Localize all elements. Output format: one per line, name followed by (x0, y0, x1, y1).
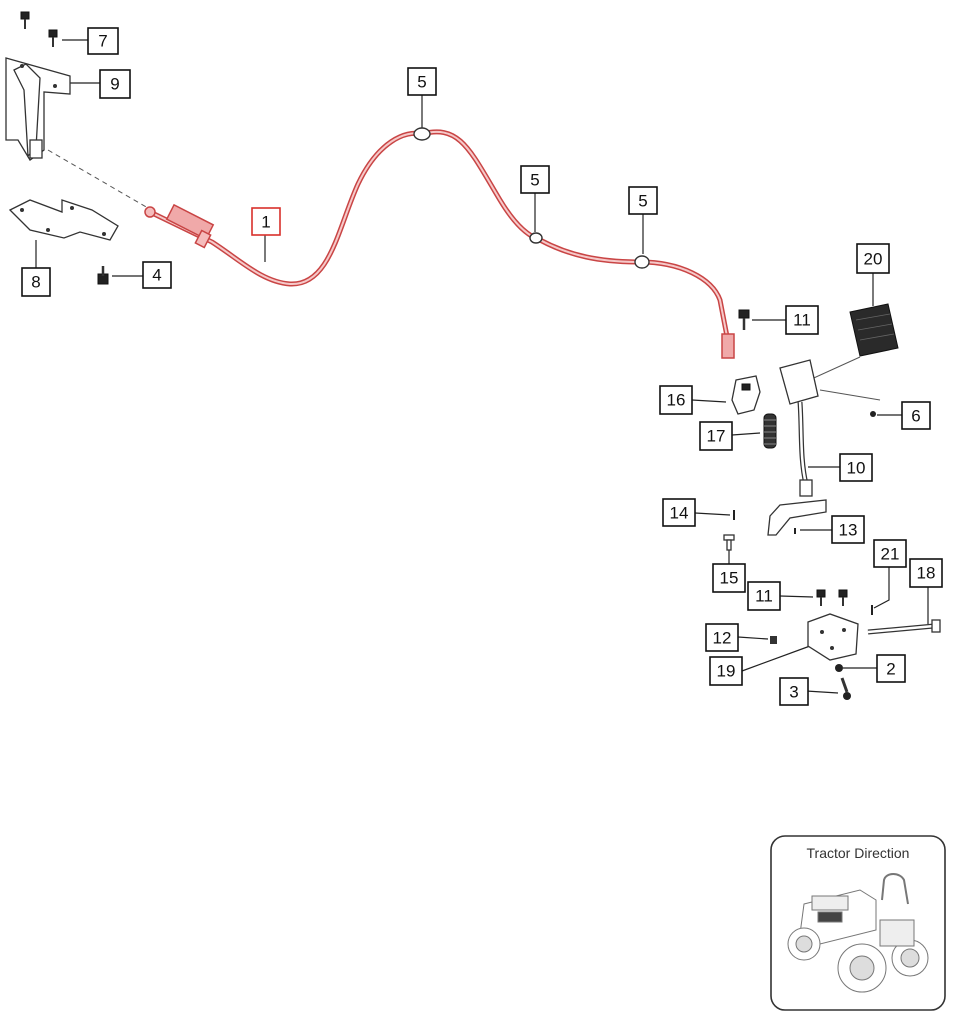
callout-16-label: 16 (667, 391, 686, 410)
cable-lower-thread (721, 333, 735, 359)
callout-5a-label: 5 (417, 73, 426, 92)
pedal-pad-20-icon (849, 303, 899, 357)
callout-5c-label: 5 (638, 192, 647, 211)
bracket-16-icon (731, 375, 761, 415)
callout-4[interactable]: 4 (142, 261, 172, 289)
tractor-direction-inset: Tractor Direction (770, 835, 946, 1011)
pedal-10-icon (767, 359, 827, 536)
cable-clip-5a (413, 127, 431, 141)
bracket-19-icon (807, 613, 859, 661)
bolt-4-icon (97, 266, 109, 285)
callout-11b-label: 11 (755, 587, 773, 606)
callout-19[interactable]: 19 (709, 656, 743, 686)
parts (5, 11, 941, 700)
callout-18-label: 18 (917, 564, 936, 583)
leader-lines (35, 39, 929, 694)
spring-17-icon (763, 413, 777, 449)
pin-12-icon (770, 636, 777, 644)
callout-11b[interactable]: 11 (747, 581, 781, 611)
leader-21 (873, 567, 890, 609)
bolt-3-icon (840, 677, 851, 700)
callout-12[interactable]: 12 (705, 623, 739, 652)
callout-10[interactable]: 10 (839, 453, 873, 482)
callout-18[interactable]: 18 (909, 558, 943, 588)
callout-11a-label: 11 (793, 311, 811, 330)
callout-12-label: 12 (713, 629, 732, 648)
callout-17-label: 17 (707, 427, 726, 446)
callout-4-label: 4 (152, 266, 161, 285)
callout-15-label: 15 (720, 569, 739, 588)
callout-5a[interactable]: 5 (407, 67, 437, 96)
leader-19 (741, 645, 811, 672)
guide-dashed-line (47, 149, 149, 209)
callout-13-label: 13 (839, 521, 858, 540)
callout-2[interactable]: 2 (876, 654, 906, 683)
bolt-7-icon (20, 11, 58, 47)
leader-11b (779, 595, 814, 598)
callout-13[interactable]: 13 (831, 515, 865, 544)
callout-7[interactable]: 7 (87, 27, 119, 55)
leader-12 (737, 636, 769, 640)
callout-21-label: 21 (881, 545, 900, 564)
cable-ball-end (144, 206, 156, 218)
callout-10-label: 10 (847, 459, 866, 478)
callout-5c[interactable]: 5 (628, 186, 658, 215)
callout-9-label: 9 (110, 75, 119, 94)
callout-9[interactable]: 9 (99, 69, 131, 99)
callout-11a[interactable]: 11 (785, 305, 819, 335)
leader-14 (694, 512, 731, 516)
bolt-11b-icon (816, 589, 848, 606)
bracket-9-icon (5, 57, 71, 161)
callout-6-label: 6 (911, 407, 920, 426)
tractor-icon (787, 873, 929, 993)
callout-17[interactable]: 17 (699, 421, 733, 451)
callouts: 7 9 8 4 1 5 5 5 20 11 16 17 6 10 14 13 1… (21, 27, 943, 706)
callout-14[interactable]: 14 (662, 498, 696, 527)
callout-3[interactable]: 3 (779, 677, 809, 706)
callout-16[interactable]: 16 (659, 385, 693, 415)
callout-5b[interactable]: 5 (520, 165, 550, 194)
callout-19-label: 19 (717, 662, 736, 681)
callout-21[interactable]: 21 (873, 539, 907, 568)
callout-8-label: 8 (31, 273, 40, 292)
callout-1-label: 1 (261, 213, 270, 232)
callout-20[interactable]: 20 (856, 243, 890, 274)
callout-7-label: 7 (98, 32, 107, 51)
callout-8[interactable]: 8 (21, 267, 51, 297)
cable-clip-5b (529, 232, 543, 244)
leader-16 (691, 399, 727, 403)
nut-2-icon (835, 664, 843, 672)
rod-18-icon (867, 619, 941, 635)
callout-2-label: 2 (886, 660, 895, 679)
callout-20-label: 20 (864, 250, 883, 269)
leader-3 (805, 690, 839, 694)
cable-nut (194, 229, 212, 249)
callout-15[interactable]: 15 (712, 563, 746, 593)
throttle-cable (144, 127, 735, 359)
bolt-15-icon (723, 534, 735, 551)
bolt-11a-icon (738, 309, 750, 330)
callout-14-label: 14 (670, 504, 689, 523)
callout-1[interactable]: 1 (251, 207, 281, 236)
pin-6-icon (870, 411, 876, 417)
callout-6[interactable]: 6 (901, 401, 931, 430)
cable-clip-5c (634, 255, 650, 269)
guide-line-pedal-pin (819, 389, 881, 401)
leader-17 (731, 432, 761, 436)
callout-3-label: 3 (789, 683, 798, 702)
inset-title: Tractor Direction (807, 845, 910, 861)
callout-5b-label: 5 (530, 171, 539, 190)
plate-8-icon (8, 199, 119, 241)
